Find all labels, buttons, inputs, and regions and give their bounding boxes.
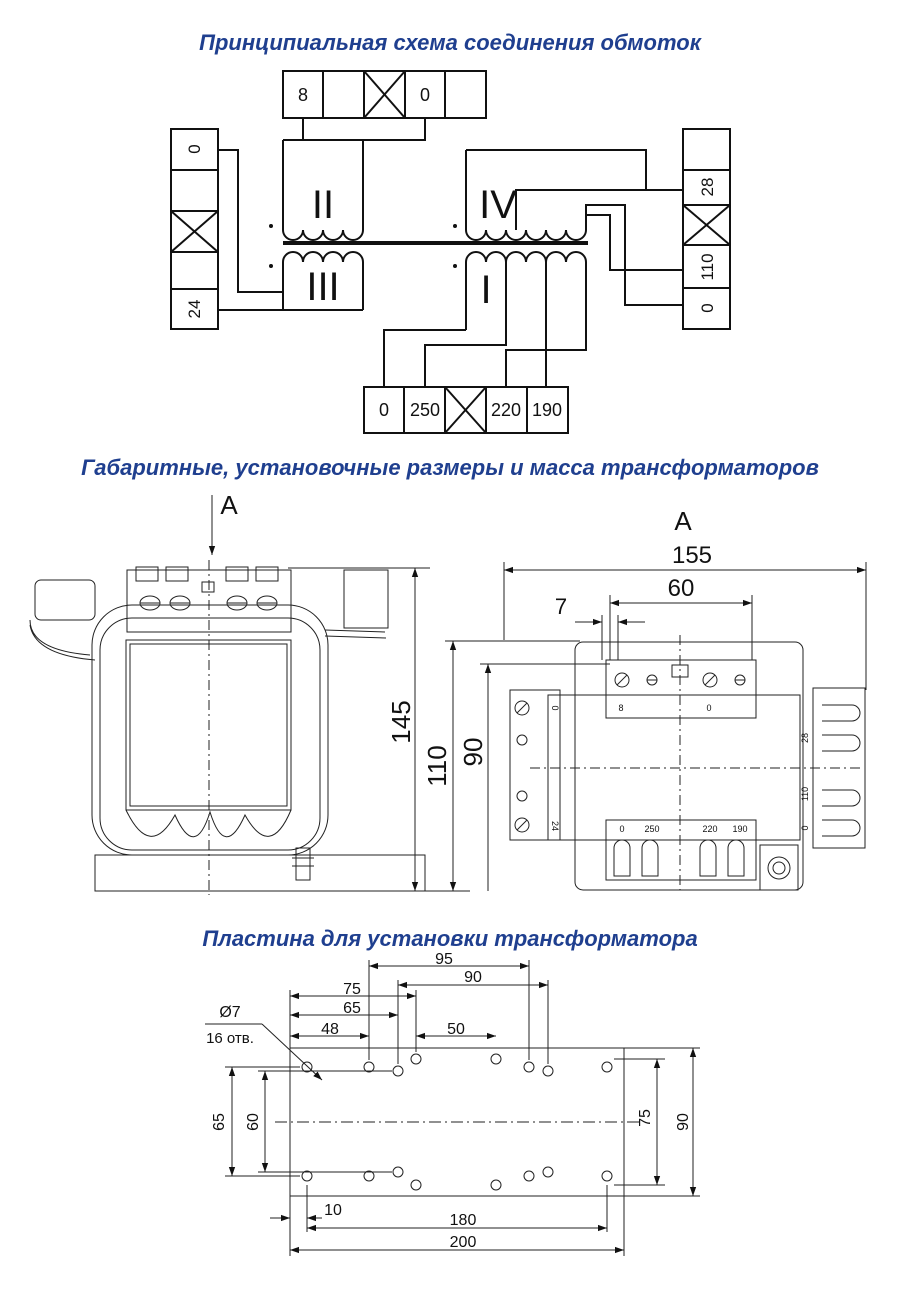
- width-60-label: 60: [668, 575, 695, 602]
- top-terminal-block: 8 0: [282, 70, 487, 119]
- plate-dim-50: 50: [447, 1021, 465, 1038]
- top-view-terminal-8: 8: [618, 703, 623, 713]
- plate-dim-90: 90: [464, 969, 482, 986]
- plate-dim-75: 75: [343, 981, 361, 998]
- dimensions-title: Габаритные, установочные размеры и масса…: [81, 455, 819, 480]
- plate-vdim-65: 65: [211, 1113, 228, 1131]
- mounting-holes: [301, 1053, 613, 1191]
- view-a-arrow-label: A: [220, 490, 238, 520]
- bottom-terminal-220: 220: [491, 400, 521, 420]
- right-terminal-0: 0: [698, 303, 717, 312]
- bottom-terminal-block: 0 250 220 190: [363, 386, 569, 434]
- wiring-diagram: 8 0 0 24 28 110 0: [170, 70, 731, 434]
- bottom-terminal-0: 0: [379, 400, 389, 420]
- top-view-terminal-0: 0: [706, 703, 711, 713]
- winding-IV-label: IV: [479, 183, 517, 227]
- right-terminal-110: 110: [698, 253, 717, 280]
- transformer-top-view: A 155 60 7 8 0: [503, 506, 867, 891]
- winding-coils: [282, 140, 587, 330]
- winding-I-label: I: [480, 268, 491, 312]
- winding-III-label: III: [306, 265, 339, 309]
- winding-II-label: II: [312, 183, 334, 227]
- left-terminal-0: 0: [185, 144, 204, 153]
- hole-diameter-label: Ø7: [219, 1004, 240, 1021]
- mounting-plate-title: Пластина для установки трансформатора: [202, 926, 698, 951]
- plate-dim-65: 65: [343, 1000, 361, 1017]
- top-view-terminal-left-24: 24: [550, 821, 560, 831]
- connection-wires: [218, 118, 683, 387]
- plate-vdim-75: 75: [637, 1109, 654, 1127]
- height-dimensions: 145 110 90: [288, 567, 610, 892]
- top-view-terminal-bottom-190: 190: [732, 824, 747, 834]
- top-view-terminal-bottom-0: 0: [619, 824, 624, 834]
- hole-count-label: 16 отв.: [206, 1030, 254, 1047]
- width-7-label: 7: [555, 594, 567, 619]
- plate-vdim-90: 90: [675, 1113, 692, 1131]
- view-a-label: A: [674, 506, 692, 536]
- height-90-label: 90: [458, 738, 488, 767]
- bottom-terminal-250: 250: [410, 400, 440, 420]
- right-terminal-28: 28: [698, 178, 717, 197]
- height-110-label: 110: [422, 745, 452, 786]
- wiring-diagram-title: Принципиальная схема соединения обмоток: [199, 30, 701, 55]
- mounting-plate: 95 90 75 65 48 50 Ø7 16 отв. 65 60 7: [205, 951, 700, 1256]
- top-view-terminal-bottom-250: 250: [644, 824, 659, 834]
- bottom-terminal-190: 190: [532, 400, 562, 420]
- plate-dim-200: 200: [450, 1234, 477, 1251]
- top-view-terminal-bottom-220: 220: [702, 824, 717, 834]
- top-view-terminal-right-0: 0: [800, 825, 810, 830]
- height-145-label: 145: [386, 700, 416, 743]
- left-terminal-24: 24: [185, 300, 204, 319]
- transformer-side-view: A: [29, 490, 426, 895]
- top-terminal-8: 8: [298, 85, 308, 105]
- top-terminal-0: 0: [420, 85, 430, 105]
- plate-vdim-60: 60: [245, 1113, 262, 1131]
- top-view-terminal-right-110: 110: [800, 787, 810, 801]
- plate-dim-180: 180: [450, 1212, 477, 1229]
- width-155-label: 155: [672, 542, 712, 569]
- top-view-terminal-right-28: 28: [800, 733, 810, 743]
- plate-dim-48: 48: [321, 1021, 339, 1038]
- top-view-terminal-left-0: 0: [550, 705, 560, 710]
- plate-dim-95: 95: [435, 951, 453, 968]
- right-terminal-block: 28 110 0: [682, 128, 731, 330]
- plate-dim-10: 10: [324, 1202, 342, 1219]
- left-terminal-block: 0 24: [170, 128, 219, 330]
